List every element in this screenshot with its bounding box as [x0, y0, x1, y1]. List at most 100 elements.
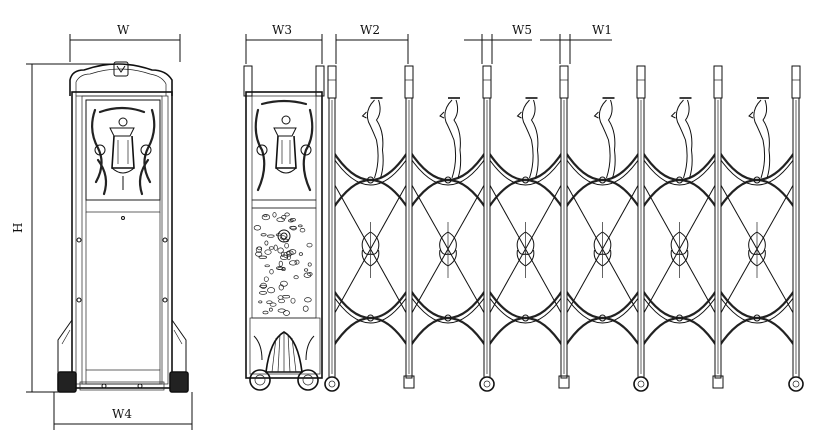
gate-head-box [243, 65, 325, 391]
lattice-knot [599, 314, 606, 322]
finial-neck [530, 99, 539, 179]
lattice-scroll [593, 231, 603, 255]
lattice-arc [717, 293, 797, 324]
finial-neck [675, 99, 688, 179]
lattice-scroll [525, 231, 535, 255]
stone [264, 264, 270, 268]
label-h: H [11, 223, 25, 233]
gate-post [712, 65, 724, 389]
lattice-arc [562, 148, 643, 181]
stone [293, 275, 299, 280]
lattice-arc [640, 293, 719, 324]
finial-neck [607, 99, 616, 179]
lattice-knot [367, 314, 374, 322]
stone [268, 246, 275, 250]
stone [299, 228, 306, 233]
lattice-scroll [370, 231, 380, 255]
stone [258, 291, 268, 295]
post-cap [791, 65, 801, 99]
finial-neck [375, 99, 384, 179]
horse-finial [670, 97, 693, 179]
stone [272, 212, 277, 218]
lattice-arc [486, 293, 565, 324]
lattice-arc [716, 316, 798, 350]
stone [281, 215, 287, 220]
stone [278, 284, 284, 291]
post-foot [558, 375, 570, 389]
lattice-knot [676, 176, 683, 184]
horse-finial [361, 97, 384, 179]
lattice-arc [407, 316, 489, 350]
lattice-scroll [670, 231, 680, 255]
label-w4: W4 [112, 407, 132, 421]
stone [267, 234, 275, 238]
lattice-arc [485, 317, 566, 350]
lattice-bay [639, 97, 720, 350]
stone [280, 280, 288, 287]
stone [264, 240, 269, 246]
horse-finial [748, 97, 771, 179]
lattice-scroll [439, 249, 449, 267]
lattice-scroll [602, 231, 612, 255]
elevation-view: W3 W2 W5 W1 [243, 23, 804, 392]
lattice-bay [330, 97, 411, 350]
lattice-scroll [748, 231, 758, 255]
stone [282, 295, 291, 299]
stone [260, 233, 267, 237]
post-wheel-hub [483, 380, 491, 388]
lattice-arc [716, 286, 798, 320]
lattice-arc [563, 293, 642, 324]
lattice-bay [407, 97, 489, 350]
stone [286, 250, 294, 256]
stone [278, 298, 285, 304]
label-w2: W2 [360, 23, 380, 37]
lattice-scroll [756, 231, 766, 255]
lattice-knot [522, 176, 529, 184]
stone [284, 242, 289, 249]
lattice-arc [485, 286, 566, 319]
lattice-knot [444, 314, 452, 322]
lattice-scroll [670, 249, 680, 267]
lattice-scroll [602, 249, 612, 267]
finial-neck [684, 99, 693, 179]
stone [255, 251, 263, 257]
lattice-bay [562, 97, 643, 350]
lattice-arc [639, 179, 720, 212]
lattice-arc [639, 317, 720, 350]
lattice-bay [485, 97, 566, 350]
lattice-arc [716, 148, 798, 182]
lattice-scroll [361, 249, 371, 267]
stone [258, 255, 268, 259]
finial-neck [598, 99, 611, 179]
stone [258, 300, 263, 304]
stone [266, 300, 273, 304]
dimension-w3: W3 [245, 23, 323, 64]
lattice-scroll [679, 249, 689, 267]
lattice-arc [562, 179, 643, 212]
stone [304, 268, 309, 272]
stone [277, 247, 284, 254]
stone [269, 302, 277, 307]
lattice-arc [407, 286, 489, 320]
stone-texture [253, 212, 313, 316]
lattice-arc [330, 286, 411, 319]
post-cap [482, 65, 492, 99]
post-wheel-hub [328, 380, 336, 388]
gate-post [324, 65, 340, 392]
stone [276, 217, 285, 223]
lantern-ornament-front [91, 106, 156, 196]
gate-post [788, 65, 804, 392]
finial-neck [521, 99, 534, 179]
post-wheel-hub [792, 380, 800, 388]
stone [304, 297, 312, 303]
stone [280, 235, 286, 240]
lattice-arc [639, 286, 720, 319]
post-foot [712, 375, 724, 389]
post-cap [636, 65, 646, 99]
stone [306, 242, 313, 248]
stone [288, 219, 294, 223]
stone [253, 225, 262, 231]
finial-head [748, 111, 754, 119]
lattice-knot [367, 176, 374, 184]
lattice-knot [444, 176, 452, 184]
